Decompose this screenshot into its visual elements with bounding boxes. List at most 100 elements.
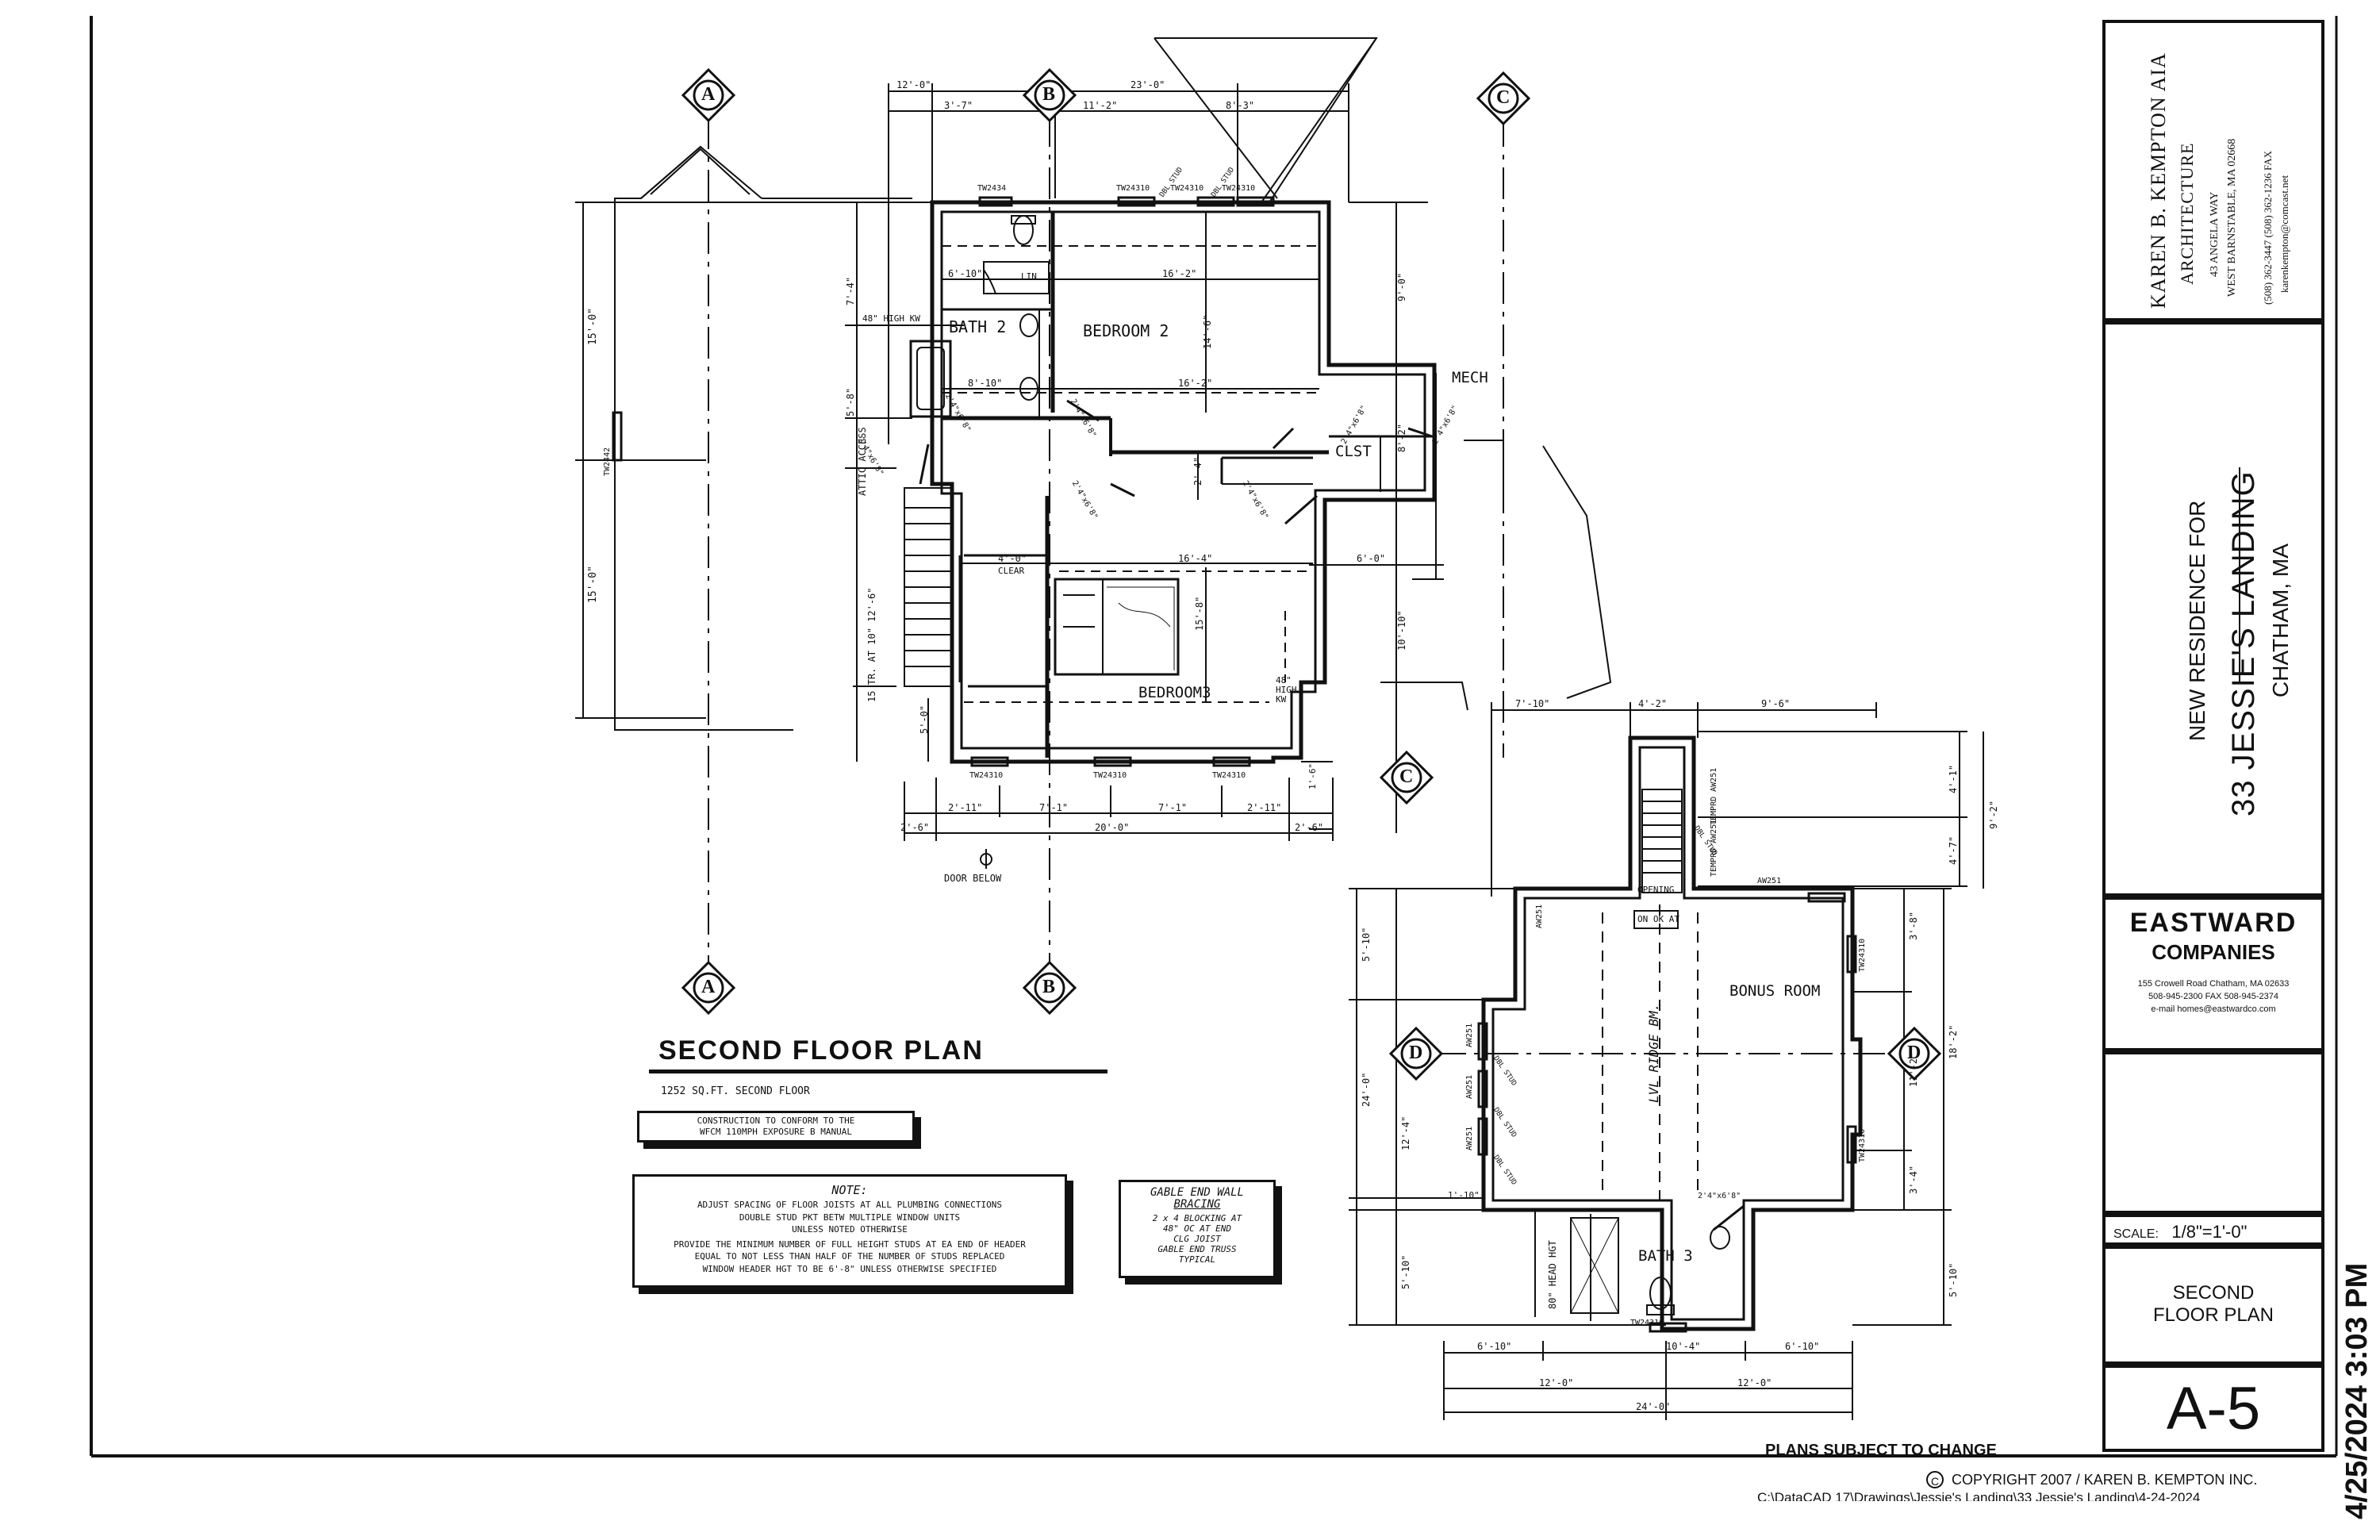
general-note-title: NOTE: <box>831 1183 868 1197</box>
on-ok-at-label: ON OK AT <box>1637 914 1679 924</box>
dim-wing-5-10-c: 5'-10" <box>1948 1262 1959 1297</box>
dim-wing-6-10-b: 6'-10" <box>1785 1341 1820 1352</box>
grid-bubbles <box>681 67 1942 1081</box>
grid-label-b-top: B <box>1042 84 1056 105</box>
general-note-line-6: WINDOW HEADER HGT TO BE 6'-8" UNLESS OTH… <box>702 1264 997 1274</box>
grid-bubble-d-right <box>1887 1026 1942 1081</box>
room-label-bath2: BATH 2 <box>949 317 1007 336</box>
dim-bot-20-0: 20'-0" <box>1095 822 1130 833</box>
dim-right-10-10: 10'-10" <box>1396 610 1407 651</box>
dim-right-6-0: 6'-0" <box>1357 553 1386 564</box>
area-note: 1252 SQ.FT. SECOND FLOOR <box>661 1085 810 1097</box>
window-tag-tw2442: TW2442 <box>603 447 612 476</box>
gable-note-title-1: GABLE END WALL <box>1150 1186 1244 1199</box>
window-tag-aw251-d: AW251 <box>1465 1126 1474 1150</box>
architect-name: KAREN B. KEMPTON AIA <box>2147 52 2170 309</box>
sheet-title-block: SECOND FLOOR PLAN <box>2102 1246 2324 1365</box>
dim-bed2-16-2: 16'-2" <box>1162 268 1197 279</box>
plan-title: SECOND FLOOR PLAN <box>658 1035 984 1066</box>
stair-note: 15 TR. AT 10" 12'-6" <box>866 587 877 703</box>
gable-note-line-2: 48" OC AT END <box>1162 1223 1232 1234</box>
dimension-lines <box>575 83 1984 1420</box>
grid-bubble-b-bot <box>1022 960 1077 1016</box>
project-underline <box>2239 467 2240 682</box>
general-note-line-4: PROVIDE THE MINIMUM NUMBER OF FULL HEIGH… <box>674 1239 1026 1250</box>
grid-bubble-c-top <box>1476 71 1531 126</box>
dim-wing-6-10-a: 6'-10" <box>1477 1341 1512 1352</box>
grid-bubble-a-top <box>681 67 736 123</box>
plans-subject-to-change: PLANS SUBJECT TO CHANGE <box>1765 1442 1997 1459</box>
room-label-clst: CLST <box>1335 443 1372 460</box>
grid-label-b-bot: B <box>1042 977 1056 997</box>
dim-wing-4-1: 4'-1" <box>1948 764 1959 793</box>
room-label-bonus-room: BONUS ROOM <box>1729 982 1821 1000</box>
architect-address-1: 43 ANGELA WAY <box>2209 191 2221 277</box>
code-note-line-1: CONSTRUCTION TO CONFORM TO THE <box>697 1116 855 1126</box>
main-house-walls <box>612 37 1612 767</box>
door-tag-8: 2'4"x6'8" <box>1698 1192 1741 1200</box>
dim-wing-12-4: 12'-4" <box>1400 1116 1411 1150</box>
window-tag-tw2434: TW2434 <box>977 184 1007 193</box>
grid-label-c-top: C <box>1496 87 1511 108</box>
bonus-room-walls <box>1477 735 1863 1333</box>
window-tag-tw24310-f: TW24310 <box>1212 771 1246 780</box>
builder-block: EASTWARD COMPANIES 155 Crowell Road Chat… <box>2102 897 2324 1051</box>
dim-wing-1-10: 1'-10" <box>1448 1190 1480 1200</box>
dim-wing-11-2: 11'-2" <box>1908 1052 1919 1087</box>
dim-bath-6-10: 6'-10" <box>948 268 983 279</box>
grid-bubble-b-top <box>1022 67 1077 123</box>
grid-bubble-a-bot <box>681 960 736 1016</box>
builder-name-bottom: COMPANIES <box>2152 940 2275 964</box>
gable-note-line-1: 2 x 4 BLOCKING AT <box>1152 1213 1242 1223</box>
file-path: C:\DataCAD 17\Drawings\Jessie's Landing\… <box>1757 1490 2201 1501</box>
architect-email: karenkempton@comcast.net <box>2278 175 2290 293</box>
dim-mid-16-2: 16'-2" <box>1178 378 1213 389</box>
lvl-ridge-beam-label: LVL RIDGE BM. <box>1646 1003 1661 1103</box>
architect-block: KAREN B. KEMPTON AIA ARCHITECTURE 43 ANG… <box>2102 20 2324 321</box>
window-tag-tw24310-a: TW24310 <box>1116 184 1150 193</box>
dim-left-15-0-b: 15'-0" <box>587 566 599 603</box>
builder-name-top: EASTWARD <box>2129 908 2297 938</box>
dim-bot-1-6: 1'-6" <box>1307 762 1318 789</box>
window-tag-aw251-e: AW251 <box>1535 904 1544 928</box>
dim-top-3-7: 3'-7" <box>944 100 973 111</box>
window-tag-aw251-b: AW251 <box>1465 1023 1474 1047</box>
dim-hall-2-4: 2'-4" <box>1192 456 1203 486</box>
dim-left-7-4: 7'-4" <box>845 276 856 305</box>
dim-bot-2-6-a: 2'-6" <box>900 822 930 833</box>
architect-firm: ARCHITECTURE <box>2177 142 2197 285</box>
print-date-stamp: 4/25/2024 3:03 PM <box>2340 1262 2374 1519</box>
gable-note-line-3: CLG JOIST <box>1173 1234 1221 1244</box>
dim-bed3-16-4: 16'-4" <box>1178 553 1213 564</box>
dim-stair-5-0: 5'-0" <box>919 705 930 734</box>
project-line-1: NEW RESIDENCE FOR <box>2185 500 2209 741</box>
general-note-line-5: EQUAL TO NOT LESS THAN HALF OF THE NUMBE… <box>694 1251 1005 1262</box>
door-below-label: DOOR BELOW <box>944 873 1002 884</box>
dim-top-11-2: 11'-2" <box>1083 100 1118 111</box>
plan-title-underline <box>649 1070 1107 1073</box>
dim-wing-7-10: 7'-10" <box>1515 698 1550 709</box>
architect-phone: (508) 362-3447 (508) 362-1236 FAX <box>2262 150 2274 305</box>
dim-wing-3-4: 3'-4" <box>1908 1165 1919 1194</box>
dim-bot-2-6-b: 2'-6" <box>1295 822 1324 833</box>
dim-wing-18-2: 18'-2" <box>1948 1024 1959 1059</box>
grid-label-d-left: D <box>1409 1043 1423 1063</box>
gable-note-line-4: GABLE END TRUSS <box>1157 1244 1237 1254</box>
copyright-symbol: C <box>1926 1471 1944 1488</box>
dim-left-5-8: 5'-8" <box>845 387 856 417</box>
sheet-title-line-1: SECOND <box>2172 1282 2255 1304</box>
project-line-2: 33 JESSIE'S LANDING <box>2226 470 2261 816</box>
window-tag-tw24310-h: TW24310 <box>1858 1128 1867 1162</box>
dim-hall-4-0: 4'-0" <box>998 553 1027 564</box>
dim-wing-4-7: 4'-7" <box>1948 835 1959 865</box>
sheet-number-block: A-5 <box>2102 1365 2324 1452</box>
dim-bath-8-10: 8'-10" <box>968 378 1003 389</box>
blank-block <box>2102 1051 2324 1214</box>
window-tag-tw24310-b: TW24310 <box>1170 184 1204 193</box>
code-note-box: CONSTRUCTION TO CONFORM TO THE WFCM 110M… <box>637 1111 915 1143</box>
window-tag-tw24310-g: TW24310 <box>1858 938 1867 972</box>
grid-label-d-right: D <box>1907 1043 1921 1063</box>
grid-lines <box>708 115 1904 1054</box>
gable-bracing-note-box: GABLE END WALL BRACING 2 x 4 BLOCKING AT… <box>1119 1180 1276 1278</box>
